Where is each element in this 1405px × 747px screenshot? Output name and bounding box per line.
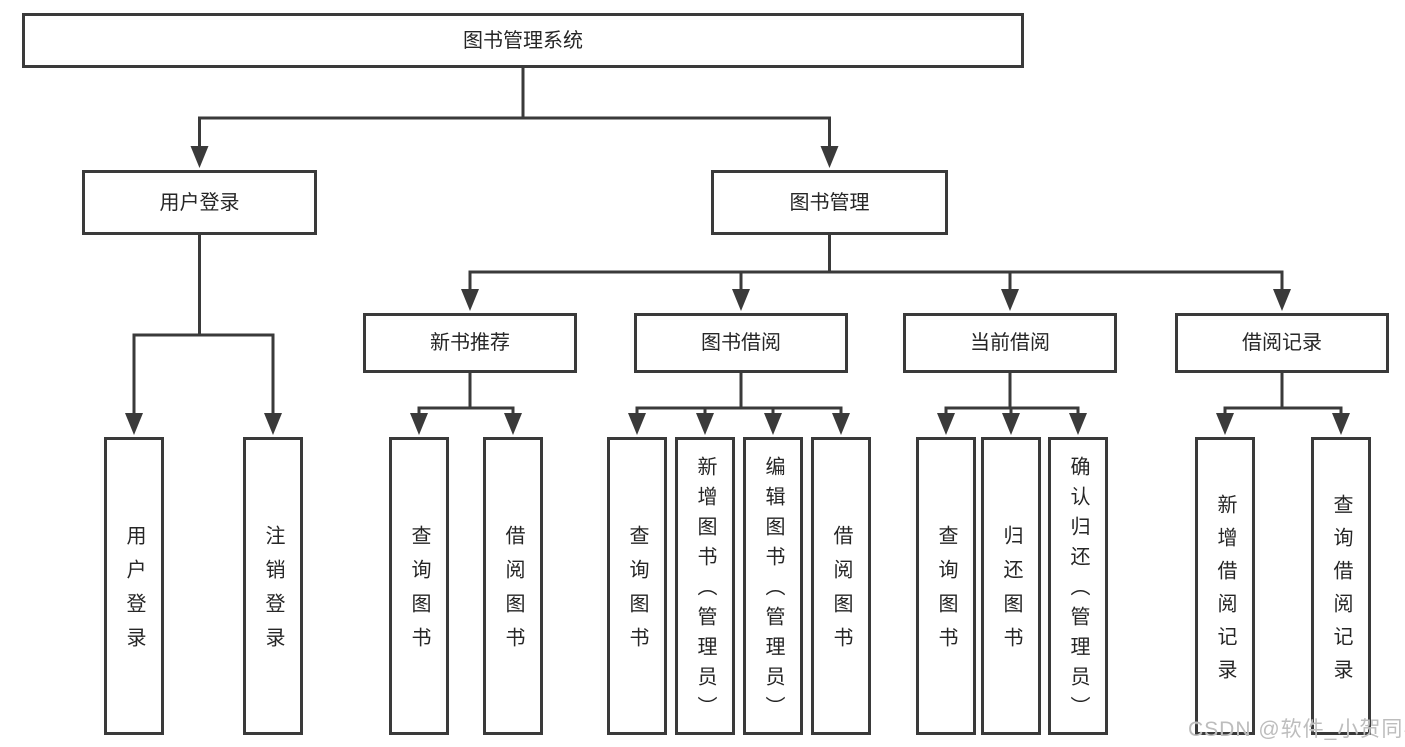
arrowheads — [125, 146, 1350, 435]
leaf-borrow-books: 借阅图书 — [811, 437, 871, 735]
node-current-borrow-label: 当前借阅 — [970, 332, 1050, 354]
leaf-edit-book-admin: 编辑图书（管理员） — [743, 437, 803, 735]
csdn-watermark: CSDN @软件_小贺同学 — [1188, 718, 1405, 741]
arrow-icon — [504, 413, 522, 435]
node-new-book-recommend: 新书推荐 — [363, 313, 577, 373]
arrow-icon — [1332, 413, 1350, 435]
node-book-borrow-label: 图书借阅 — [701, 332, 781, 354]
node-borrow-records-label: 借阅记录 — [1242, 332, 1322, 354]
arrow-icon — [820, 146, 839, 168]
node-book-management: 图书管理 — [711, 170, 948, 235]
node-book-borrow: 图书借阅 — [634, 313, 848, 373]
leaf-query-books-recommend: 查询图书 — [389, 437, 449, 735]
leaf-logout: 注销登录 — [243, 437, 303, 735]
leaf-add-borrow-record: 新增借阅记录 — [1195, 437, 1255, 735]
leaf-confirm-return-admin: 确认归还（管理员） — [1048, 437, 1108, 735]
node-borrow-records: 借阅记录 — [1175, 313, 1389, 373]
node-user-login: 用户登录 — [82, 170, 317, 235]
node-user-login-label: 用户登录 — [159, 191, 240, 214]
leaf-query-borrow-record: 查询借阅记录 — [1311, 437, 1371, 735]
arrow-icon — [1273, 289, 1291, 311]
arrow-icon — [732, 289, 750, 311]
node-new-book-recommend-label: 新书推荐 — [430, 332, 510, 354]
arrow-icon — [1001, 289, 1019, 311]
node-current-borrow: 当前借阅 — [903, 313, 1117, 373]
leaf-return-book: 归还图书 — [981, 437, 1041, 735]
arrow-icon — [764, 413, 782, 435]
arrow-icon — [1216, 413, 1234, 435]
leaf-add-book-admin: 新增图书（管理员） — [675, 437, 735, 735]
arrow-icon — [410, 413, 428, 435]
leaf-user-login: 用户登录 — [104, 437, 164, 735]
arrow-icon — [832, 413, 850, 435]
arrow-icon — [696, 413, 714, 435]
leaf-borrow-books-recommend: 借阅图书 — [483, 437, 543, 735]
arrow-icon — [1002, 413, 1020, 435]
arrow-icon — [264, 413, 282, 435]
arrow-icon — [1069, 413, 1087, 435]
node-book-management-label: 图书管理 — [789, 191, 870, 214]
arrow-icon — [461, 289, 479, 311]
leaf-query-books-current: 查询图书 — [916, 437, 976, 735]
node-root: 图书管理系统 — [22, 13, 1024, 68]
arrow-icon — [125, 413, 143, 435]
node-root-label: 图书管理系统 — [463, 29, 583, 52]
arrow-icon — [190, 146, 209, 168]
leaf-query-books-borrow: 查询图书 — [607, 437, 667, 735]
arrow-icon — [937, 413, 955, 435]
arrow-icon — [628, 413, 646, 435]
